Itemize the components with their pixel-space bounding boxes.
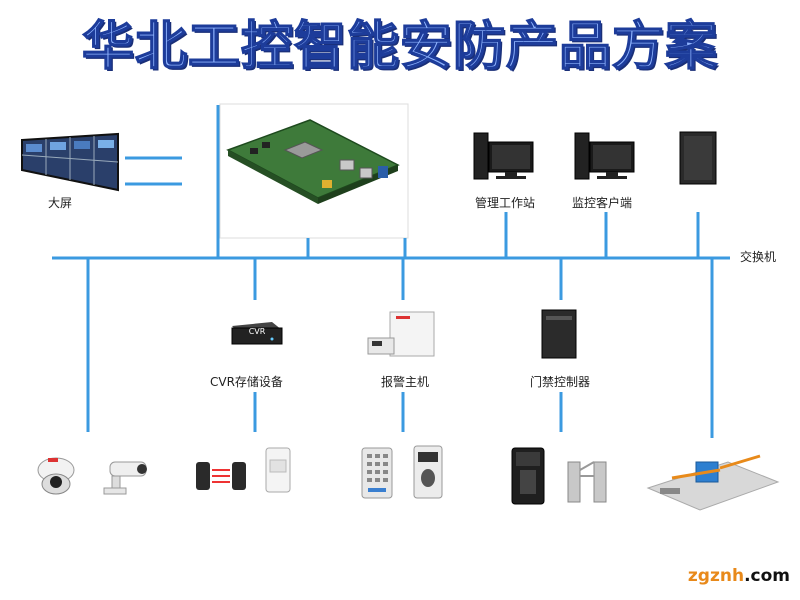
label-management-workstation: 管理工作站 xyxy=(475,196,536,210)
speaker-icon xyxy=(679,131,717,185)
infrared-beam-icon xyxy=(196,462,246,490)
bullet-camera-icon xyxy=(103,461,147,495)
management-workstation-icon xyxy=(473,132,534,180)
video-wall-icon xyxy=(21,132,119,192)
keypad-reader-icon xyxy=(361,447,393,499)
label-monitoring-client: 监控客户端 xyxy=(572,196,633,210)
cvr-box-text: CVR xyxy=(249,327,266,336)
cvr-device-icon: CVR xyxy=(231,322,283,345)
network-lines xyxy=(52,105,730,438)
turnstile-icon xyxy=(567,461,607,503)
watermark-tld: .com xyxy=(744,566,790,586)
monitoring-client-icon xyxy=(574,132,635,180)
parking-gate-icon xyxy=(646,454,780,511)
access-terminal-icon xyxy=(511,447,545,505)
label-switch: 交换机 xyxy=(740,250,777,264)
page-title: 华北工控智能安防产品方案 xyxy=(81,16,718,78)
access-controller-icon xyxy=(541,309,577,359)
watermark: zgznh.com xyxy=(688,566,790,586)
label-alarm-host: 报警主机 xyxy=(381,375,430,389)
dome-camera-icon xyxy=(37,457,75,495)
fingerprint-reader-icon xyxy=(413,445,443,499)
label-cvr-storage: CVR存储设备 xyxy=(210,375,283,389)
motherboard-icon xyxy=(226,119,400,204)
pir-detector-icon xyxy=(265,447,291,493)
label-big-screen: 大屏 xyxy=(48,196,73,210)
watermark-domain: zgznh xyxy=(687,566,745,586)
label-access-controller: 门禁控制器 xyxy=(530,375,591,389)
alarm-host-icon xyxy=(367,311,435,357)
